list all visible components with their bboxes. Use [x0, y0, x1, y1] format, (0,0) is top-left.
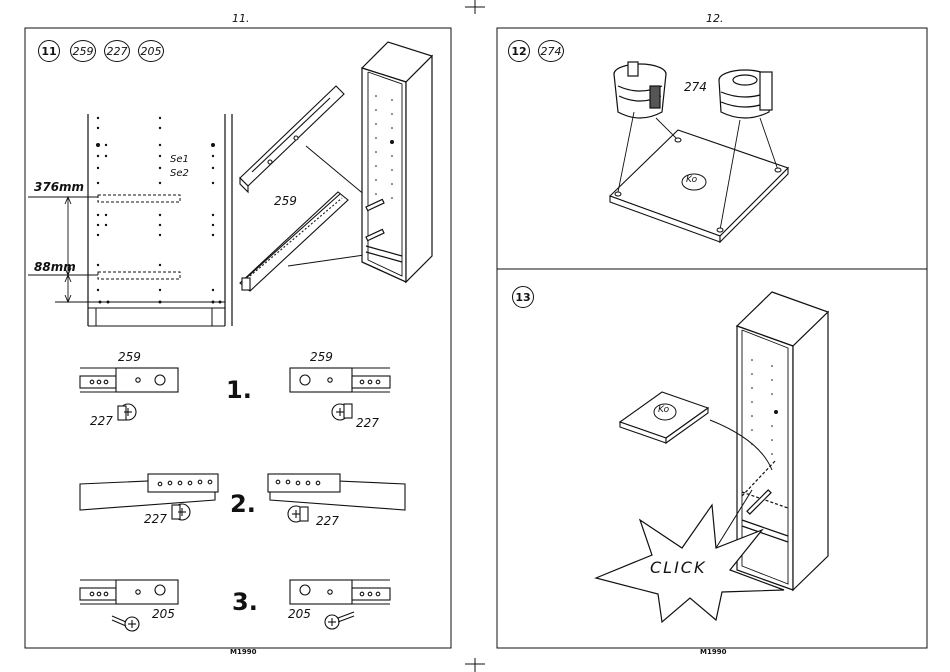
- label-259-rail: 259: [274, 194, 297, 208]
- label-259-sub1-left: 259: [118, 350, 141, 364]
- label-se1: Se1: [170, 154, 189, 165]
- part-ref-274: 274: [538, 40, 564, 62]
- label-205-sub3-left: 205: [152, 607, 175, 621]
- measure-88: 88mm: [34, 260, 76, 274]
- cam-connector-right: [719, 70, 772, 118]
- part-ref-205: 205: [138, 40, 164, 62]
- substep-1-right: [290, 368, 390, 420]
- cam-connector-left: [614, 62, 666, 118]
- hole-pattern: [96, 117, 222, 304]
- crop-marks: [465, 0, 485, 672]
- label-274: 274: [684, 80, 707, 94]
- label-259-sub1-right: 259: [310, 350, 333, 364]
- substep-3-left: [80, 580, 178, 631]
- label-227-sub2-right: 227: [316, 514, 339, 528]
- click-text: CLICK: [650, 558, 706, 577]
- substep-3-number: 3.: [232, 588, 258, 616]
- label-227-sub1-right: 227: [356, 416, 379, 430]
- label-227-sub1-left: 227: [90, 414, 113, 428]
- footer-right: M1990: [700, 648, 726, 656]
- footer-left: M1990: [230, 648, 256, 656]
- measure-376: 376mm: [34, 180, 84, 194]
- cabinet-11: [362, 42, 432, 282]
- substep-3-right: [290, 580, 390, 629]
- substep-1-number: 1.: [226, 376, 252, 404]
- part-ref-227: 227: [104, 40, 130, 62]
- drawer-rail-upper: [240, 86, 344, 192]
- substep-1-left: [80, 368, 178, 420]
- step-number-13: 13: [512, 286, 534, 308]
- panel-label-ko-13: Ko: [658, 405, 669, 415]
- label-205-sub3-right: 205: [288, 607, 311, 621]
- label-se2: Se2: [170, 168, 189, 179]
- part-ref-259: 259: [70, 40, 96, 62]
- label-227-sub2-left: 227: [144, 512, 167, 526]
- step-number-12: 12: [508, 40, 530, 62]
- cabinet-13: [737, 292, 828, 590]
- step-number-11: 11: [38, 40, 60, 62]
- page-number-left: 11.: [232, 12, 250, 25]
- substep-2-number: 2.: [230, 490, 256, 518]
- panel-label-ko-12: Ko: [686, 175, 697, 185]
- page-number-right: 12.: [706, 12, 724, 25]
